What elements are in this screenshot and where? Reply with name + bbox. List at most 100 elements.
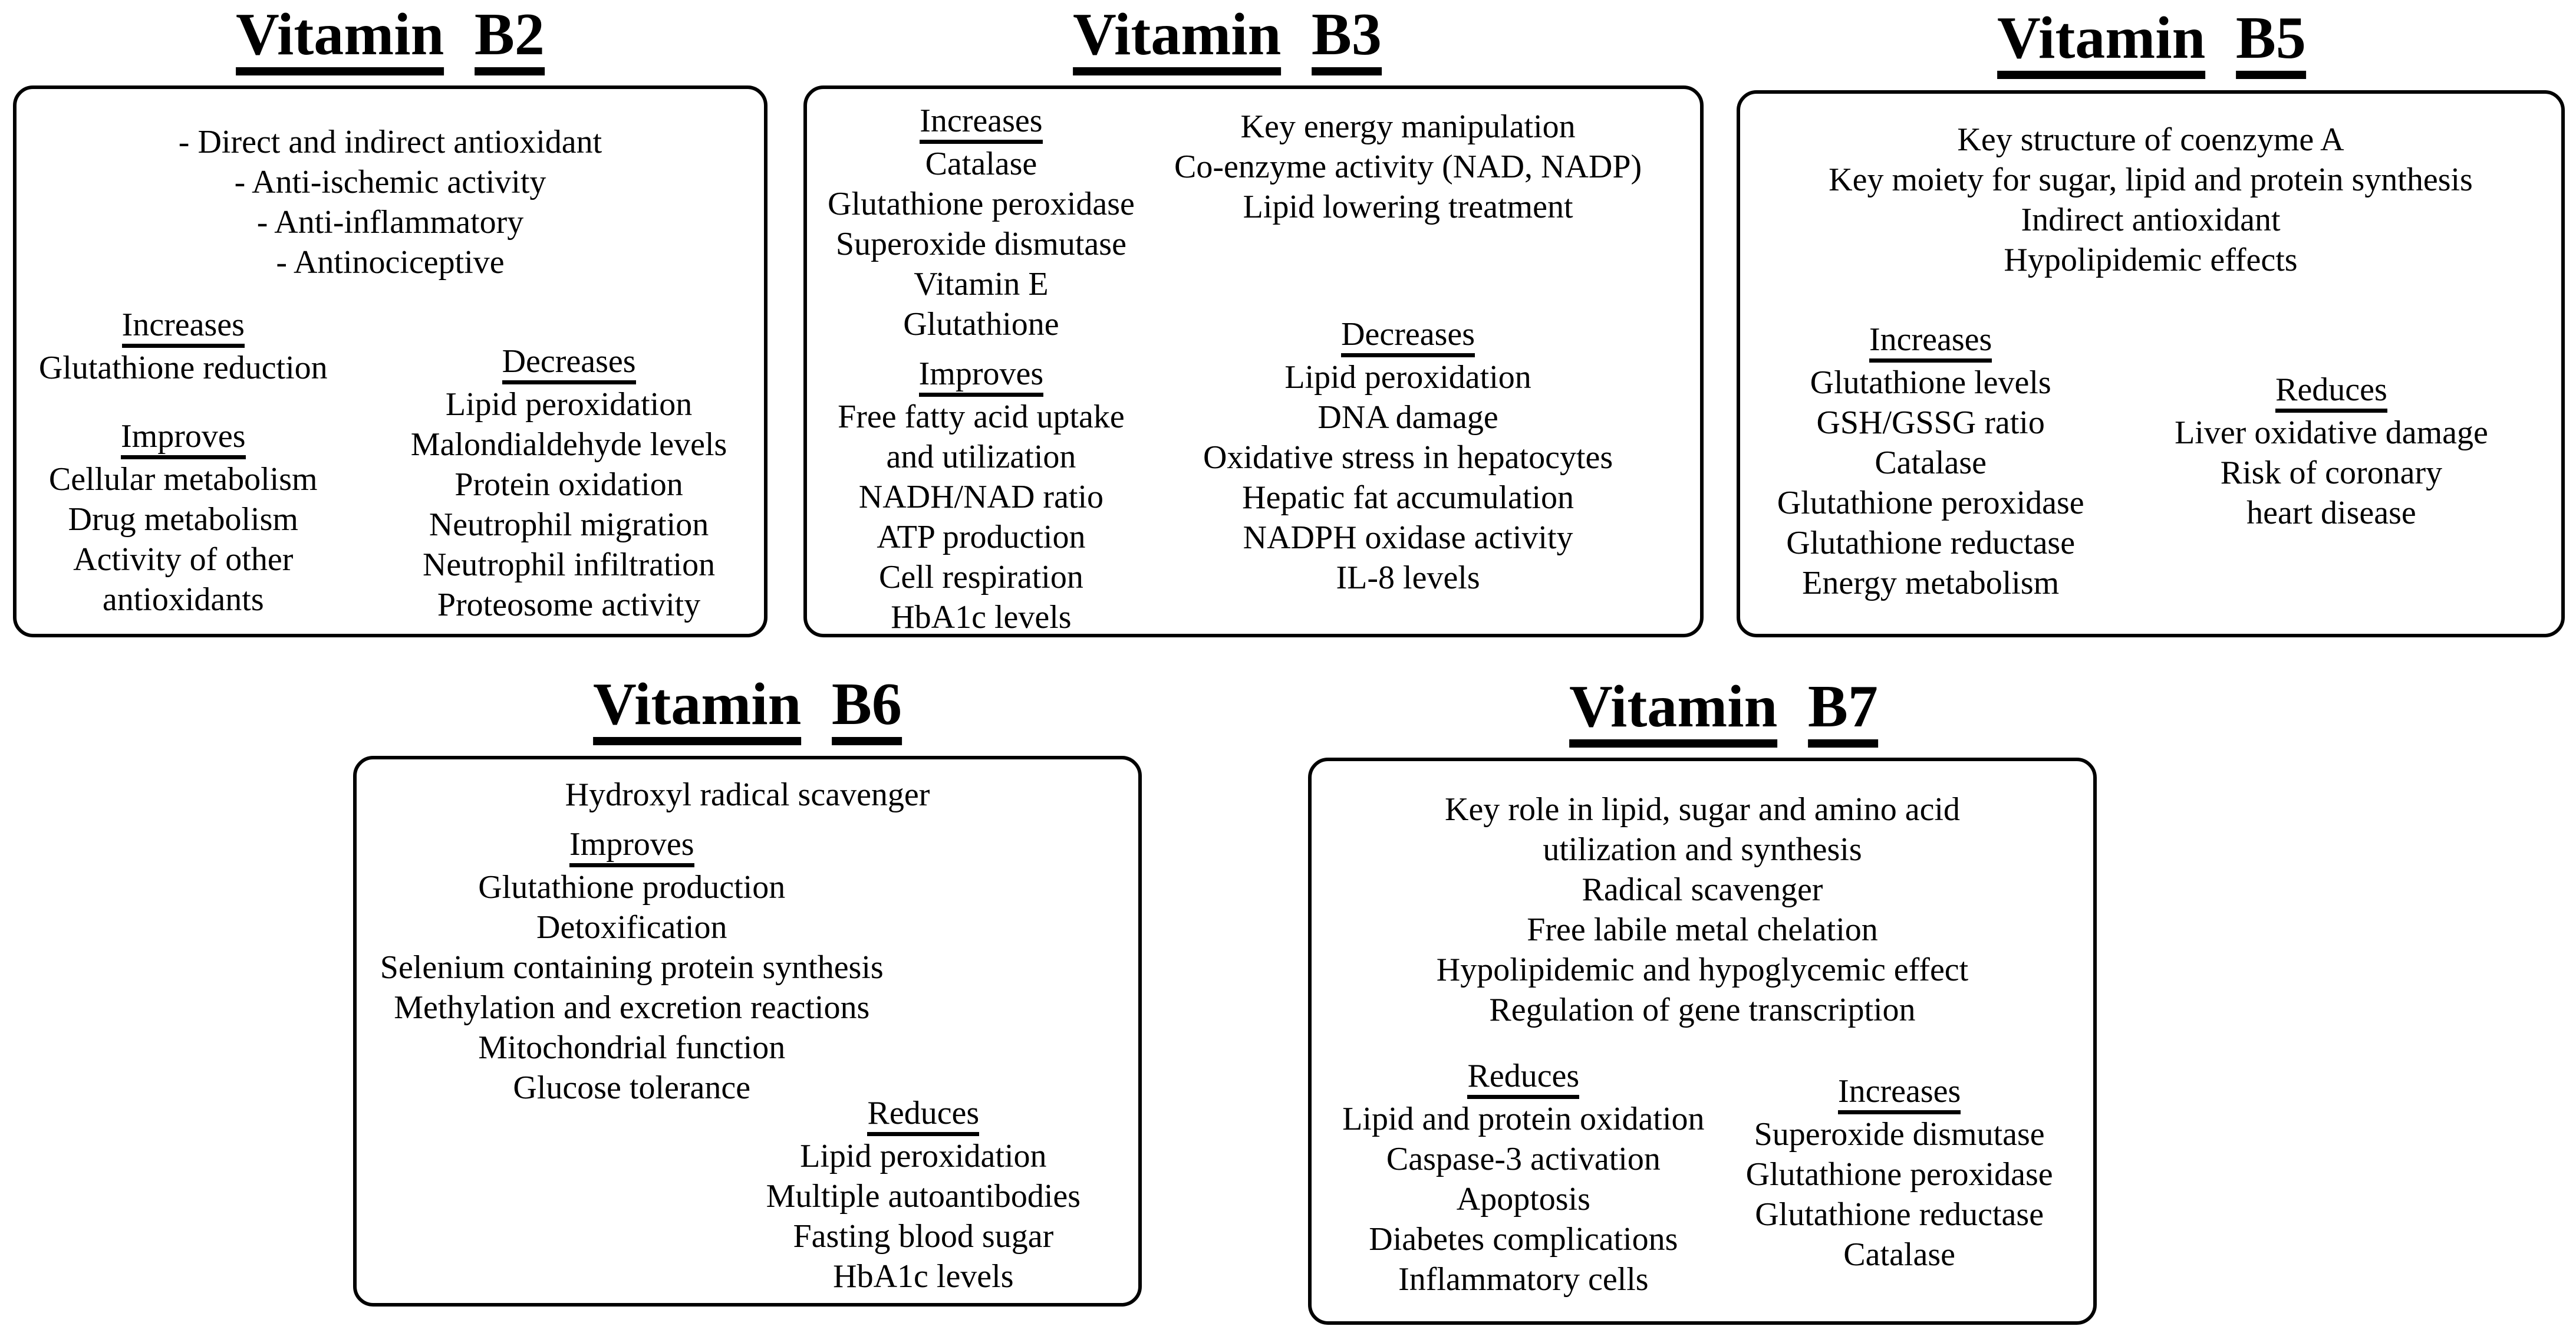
b6-property-line: Hydroxyl radical scavenger [565,776,930,813]
vitamin-b7-title-word: Vitamin [1569,677,1778,748]
b2-property-line: - Anti-ischemic activity [234,164,546,200]
b6-reduces-item: Multiple autoantibodies [766,1178,1081,1215]
b7-property-line: Key role in lipid, sugar and amino acid … [1445,791,1960,868]
b2-property-line: - Antinociceptive [276,244,505,281]
b3-decreases-item: DNA damage [1317,399,1498,436]
b2-increases-list: Glutathione reduction [1,348,366,388]
b5-increases-item: Catalase [1875,445,1987,482]
b5-property-line: Key structure of coenzyme A [1957,121,2344,158]
b2-increases-header: Increases [1,305,366,348]
vitamin-b5-title-number: B5 [2235,8,2306,79]
b3-increases-item: Glutathione [903,306,1059,343]
b7-reduces-item: Lipid and protein oxidation [1342,1101,1705,1138]
b3-decreases-header: Decreases [1143,314,1674,358]
b2-improves-item: Drug metabolism [68,501,298,538]
b3-improves-item: Cell respiration [879,559,1083,596]
b6-improves-item: Glucose tolerance [513,1070,751,1107]
b5-increases-header: Increases [1748,320,2113,363]
b3-key-role-line: Co-enzyme activity (NAD, NADP) [1174,149,1642,185]
b2-improves-item: Cellular metabolism [48,461,318,498]
vitamin-b3-title-number: B3 [1311,5,1382,75]
vitamin-b2-title-word: Vitamin [236,5,444,75]
b7-increases-item: Superoxide dismutase [1754,1116,2045,1153]
b6-reduces-item: Fasting blood sugar [793,1218,1054,1255]
b6-improves-item: Glutathione production [478,869,786,906]
b3-increases-item: Vitamin E [914,266,1049,303]
vitamin-b3-title: Vitamin B3 [1073,5,1382,75]
b7-reduces-header: Reduces [1323,1056,1724,1100]
b3-key-role-line: Key energy manipulation [1240,108,1576,145]
b3-improves-item: Free fatty acid uptake and utilization [838,399,1125,476]
b2-decreases-item: Proteosome activity [437,587,701,624]
vitamin-b2-title: Vitamin B2 [236,5,545,75]
b7-property-line: Regulation of gene transcription [1489,992,1916,1028]
b5-increases-item: Glutathione reductase [1786,525,2076,562]
b2-decreases-header: Decreases [374,341,763,385]
b7-reduces-item: Caspase-3 activation [1386,1141,1661,1178]
vitamin-b6-title-number: B6 [831,674,902,745]
b6-properties-list: Hydroxyl radical scavenger [357,775,1138,815]
b5-increases-item: Energy metabolism [1802,565,2060,602]
b3-decreases-item: Lipid peroxidation [1284,359,1531,396]
b3-decreases-item: NADPH oxidase activity [1243,519,1573,557]
b3-increases-item: Superoxide dismutase [835,226,1126,263]
b5-property-line: Hypolipidemic effects [2004,242,2298,278]
b6-reduces-header: Reduces [740,1093,1106,1137]
b2-decreases-item: Protein oxidation [454,466,683,504]
vitamin-b3-title-word: Vitamin [1073,5,1282,75]
b7-property-line: Hypolipidemic and hypoglycemic effect [1436,952,1969,988]
vitamin-b7-title: Vitamin B7 [1569,677,1878,748]
b7-reduces-item: Diabetes complications [1369,1221,1678,1258]
b3-improves-header: Improves [810,354,1152,397]
vitamin-b7-title-number: B7 [1807,677,1878,748]
b7-reduces-item: Inflammatory cells [1398,1261,1649,1298]
b2-property-line: - Anti-inflammatory [256,204,524,241]
b6-improves-item: Mitochondrial function [478,1029,786,1067]
b5-reduces-item: Risk of coronary heart disease [2220,455,2443,532]
b7-increases-header: Increases [1717,1071,2082,1115]
b3-increases-header: Increases [810,101,1152,144]
b7-property-line: Free labile metal chelation [1527,911,1878,948]
b2-property-line: - Direct and indirect antioxidant [178,124,602,160]
b5-increases-item: Glutathione peroxidase [1777,485,2084,522]
b6-improves-item: Detoxification [536,909,727,946]
b7-increases-item: Glutathione peroxidase [1745,1156,2053,1193]
b3-increases-item: Glutathione peroxidase [827,186,1135,223]
b7-properties-list: Key role in lipid, sugar and amino acid … [1312,789,2093,1030]
b5-reduces-item: Liver oxidative damage [2175,414,2488,452]
b3-decreases-item: Hepatic fat accumulation [1242,479,1574,516]
vitamin-b6-title-word: Vitamin [593,674,802,745]
b3-key-role-line: Lipid lowering treatment [1243,189,1573,225]
b7-increases-item: Catalase [1843,1236,1955,1274]
b2-improves-item: Activity of other antioxidants [73,541,294,618]
b3-decreases-item: Oxidative stress in hepatocytes [1203,439,1613,476]
b3-improves-item: ATP production [877,519,1086,556]
vitamin-b7-panel: Key role in lipid, sugar and amino acid … [1308,758,2097,1325]
b7-increases-item: Glutathione reductase [1755,1196,2044,1233]
vitamin-b5-title: Vitamin B5 [1997,8,2306,79]
vitamin-b2-title-number: B2 [474,5,545,75]
b5-property-line: Indirect antioxidant [2021,202,2281,238]
b2-decreases-item: Neutrophil infiltration [422,547,716,584]
b5-increases-item: Glutathione levels [1810,364,2051,402]
b3-decreases-item: IL-8 levels [1336,560,1480,597]
